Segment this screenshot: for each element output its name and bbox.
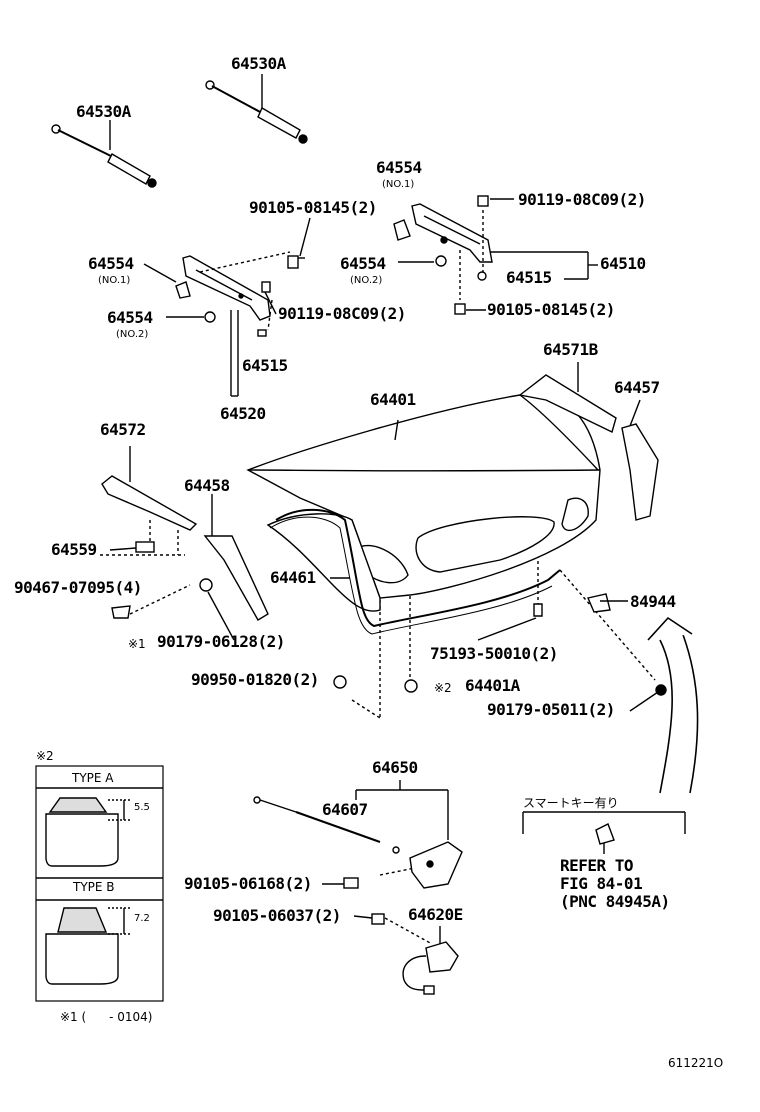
label-64401: 64401 bbox=[370, 390, 416, 409]
strut-top bbox=[205, 80, 308, 144]
hinge-bolts bbox=[257, 195, 489, 337]
small-parts bbox=[111, 541, 667, 696]
label-90179-05011: 90179-05011(2) bbox=[487, 700, 615, 719]
label-64650: 64650 bbox=[372, 758, 418, 777]
label-64530A-top: 64530A bbox=[231, 54, 286, 73]
label-64554-mid: 64554 bbox=[340, 254, 386, 273]
strut-left bbox=[51, 124, 157, 188]
label-64457: 64457 bbox=[614, 378, 660, 397]
label-64515-right: 64515 bbox=[506, 268, 552, 287]
label-64620E: 64620E bbox=[408, 905, 463, 924]
refer-line-2: FIG 84-01 bbox=[560, 874, 643, 893]
label-90179-06128: 90179-06128(2) bbox=[157, 632, 285, 651]
weatherstrip bbox=[269, 508, 561, 635]
mark-64401A: ※2 bbox=[434, 681, 452, 695]
trunk-lid bbox=[246, 393, 601, 612]
label-90105-06168: 90105-06168(2) bbox=[184, 874, 312, 893]
label-64458: 64458 bbox=[184, 476, 230, 495]
cable-64607 bbox=[253, 796, 400, 854]
group-brackets bbox=[230, 251, 598, 397]
hinge-left bbox=[175, 255, 271, 323]
note-64554-left: (NO.1) bbox=[98, 275, 131, 286]
label-64461: 64461 bbox=[270, 568, 316, 587]
refer-line-1: REFER TO bbox=[560, 856, 634, 875]
label-90119-low: 90119-08C09(2) bbox=[278, 304, 406, 323]
type-box-mark: ※2 bbox=[36, 749, 54, 763]
label-90467: 90467-07095(4) bbox=[14, 578, 142, 597]
label-90105-08145-right: 90105-08145(2) bbox=[487, 300, 615, 319]
label-90950: 90950-01820(2) bbox=[191, 670, 319, 689]
label-64530A-left: 64530A bbox=[76, 102, 131, 121]
label-64554-low: 64554 bbox=[107, 308, 153, 327]
label-64515-left: 64515 bbox=[242, 356, 288, 375]
label-64510: 64510 bbox=[600, 254, 646, 273]
label-90119-top: 90119-08C09(2) bbox=[518, 190, 646, 209]
smart-key-arrow bbox=[647, 616, 699, 794]
note-64554-top: (NO.1) bbox=[382, 179, 415, 190]
label-64607: 64607 bbox=[322, 800, 368, 819]
type-box bbox=[35, 765, 164, 1002]
label-64401A: 64401A bbox=[465, 676, 520, 695]
footnote: ※1 ( - 0104) bbox=[60, 1010, 153, 1024]
label-64571B: 64571B bbox=[543, 340, 598, 359]
dashed-leaders bbox=[100, 210, 656, 945]
label-75193: 75193-50010(2) bbox=[430, 644, 558, 663]
leader-lines bbox=[109, 74, 659, 944]
type-a-dimension: 5.5 bbox=[134, 802, 150, 813]
trim-64457 bbox=[621, 423, 659, 521]
type-b-dimension: 7.2 bbox=[134, 913, 150, 924]
trim-64571B bbox=[518, 374, 617, 433]
hinge-right bbox=[393, 203, 493, 281]
note-64554-low: (NO.2) bbox=[116, 329, 149, 340]
label-64572: 64572 bbox=[100, 420, 146, 439]
smart-key-heading: スマートキー有り bbox=[523, 796, 619, 810]
trim-64458 bbox=[203, 535, 269, 621]
lock-64650 bbox=[343, 841, 463, 925]
figure-id: 611221O bbox=[668, 1056, 724, 1070]
label-90105-08145-left: 90105-08145(2) bbox=[249, 198, 377, 217]
label-90105-06037: 90105-06037(2) bbox=[213, 906, 341, 925]
smart-key-bracket bbox=[522, 811, 686, 854]
trim-64572 bbox=[101, 475, 198, 531]
label-64520: 64520 bbox=[220, 404, 266, 423]
label-64554-top: 64554 bbox=[376, 158, 422, 177]
type-a-label: TYPE A bbox=[72, 771, 114, 785]
label-64554-left: 64554 bbox=[88, 254, 134, 273]
type-b-label: TYPE B bbox=[73, 880, 115, 894]
label-84944: 84944 bbox=[630, 592, 676, 611]
mark-90179-06128: ※1 bbox=[128, 637, 146, 651]
actuator-64620E bbox=[402, 941, 459, 995]
refer-line-3: (PNC 84945A) bbox=[560, 892, 670, 911]
note-64554-mid: (NO.2) bbox=[350, 275, 383, 286]
label-64559: 64559 bbox=[51, 540, 97, 559]
